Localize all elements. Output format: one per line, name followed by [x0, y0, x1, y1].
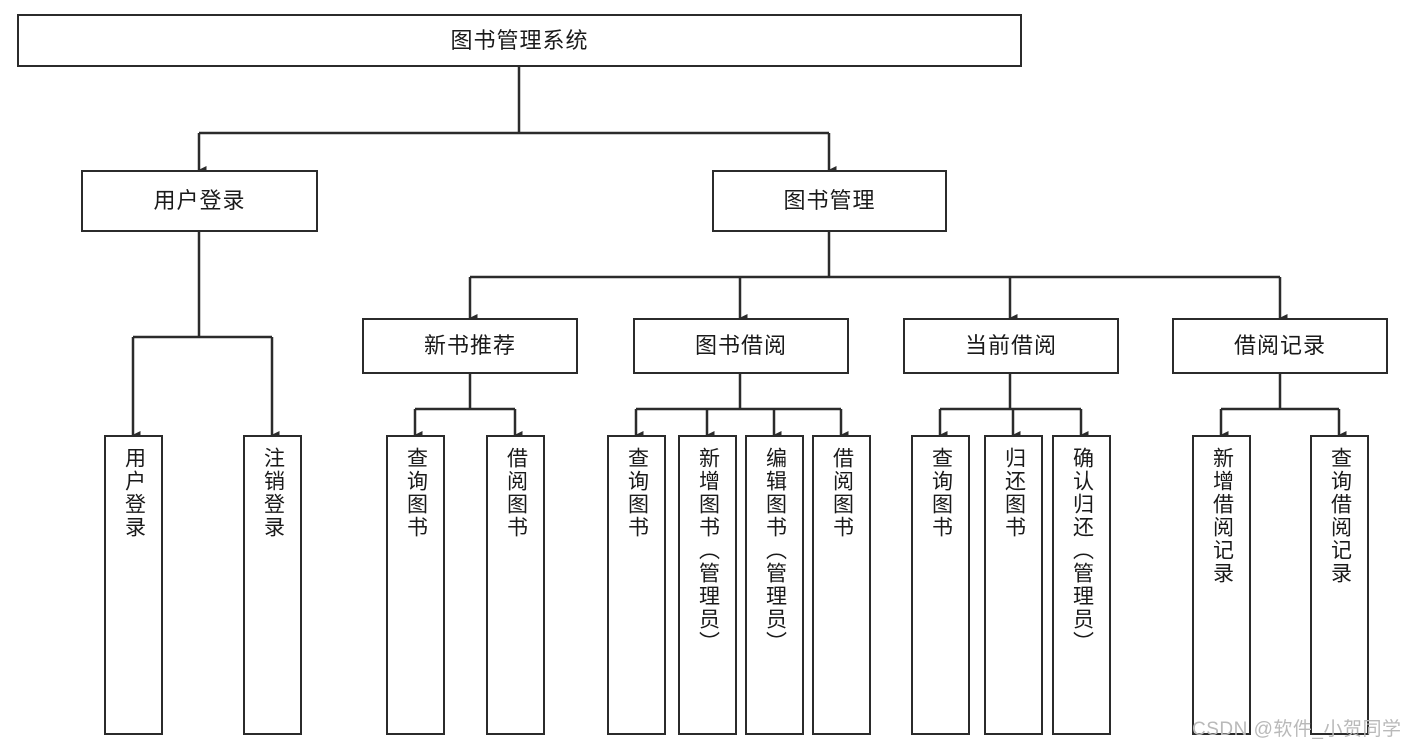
node-user-login[interactable]: 用户登录 — [81, 170, 318, 232]
node-label-leaf-query-borrow-record: 查询借阅记录 — [1328, 447, 1352, 585]
node-label-leaf-query-book-recommend: 查询图书 — [404, 447, 428, 539]
node-label-leaf-confirm-return-admin: 确认归还（管理员） — [1070, 447, 1094, 654]
node-label-leaf-borrow-book-recommend: 借阅图书 — [504, 447, 528, 539]
node-label-leaf-user-login: 用户登录 — [122, 447, 146, 539]
node-root[interactable]: 图书管理系统 — [17, 14, 1022, 67]
node-label-root: 图书管理系统 — [450, 27, 589, 53]
node-leaf-return-book[interactable]: 归还图书 — [984, 435, 1043, 735]
node-label-new-book-recommend: 新书推荐 — [423, 333, 516, 359]
node-leaf-borrow-book-recommend[interactable]: 借阅图书 — [486, 435, 545, 735]
node-leaf-query-book-current[interactable]: 查询图书 — [911, 435, 970, 735]
node-label-current-borrow: 当前借阅 — [964, 333, 1057, 359]
node-borrow-record[interactable]: 借阅记录 — [1172, 318, 1388, 374]
node-book-management[interactable]: 图书管理 — [712, 170, 947, 232]
node-label-leaf-add-borrow-record: 新增借阅记录 — [1210, 447, 1234, 585]
node-new-book-recommend[interactable]: 新书推荐 — [362, 318, 578, 374]
node-leaf-logout-login[interactable]: 注销登录 — [243, 435, 302, 735]
node-label-leaf-borrow-book: 借阅图书 — [830, 447, 854, 539]
node-leaf-borrow-book[interactable]: 借阅图书 — [812, 435, 871, 735]
node-book-borrow[interactable]: 图书借阅 — [633, 318, 849, 374]
connector-user-login-to-leaves — [131, 232, 280, 439]
connector-new-book-recommend-to-leaves — [413, 374, 523, 439]
node-label-user-login: 用户登录 — [153, 188, 246, 214]
node-leaf-add-borrow-record[interactable]: 新增借阅记录 — [1192, 435, 1251, 735]
node-label-borrow-record: 借阅记录 — [1233, 333, 1326, 359]
node-label-leaf-edit-book-admin: 编辑图书（管理员） — [763, 447, 787, 654]
node-leaf-user-login[interactable]: 用户登录 — [104, 435, 163, 735]
node-leaf-edit-book-admin[interactable]: 编辑图书（管理员） — [745, 435, 804, 735]
connector-book-management-to-level3 — [468, 232, 1288, 322]
node-leaf-query-book-borrow[interactable]: 查询图书 — [607, 435, 666, 735]
node-leaf-add-book-admin[interactable]: 新增图书（管理员） — [678, 435, 737, 735]
node-label-book-management: 图书管理 — [783, 188, 876, 214]
node-label-leaf-return-book: 归还图书 — [1002, 447, 1026, 539]
node-label-leaf-logout-login: 注销登录 — [261, 447, 285, 539]
node-label-leaf-add-book-admin: 新增图书（管理员） — [696, 447, 720, 654]
node-current-borrow[interactable]: 当前借阅 — [903, 318, 1119, 374]
connector-book-borrow-to-leaves — [634, 374, 849, 439]
connector-current-borrow-to-leaves — [938, 374, 1089, 439]
connector-borrow-record-to-leaves — [1219, 374, 1347, 439]
node-leaf-confirm-return-admin[interactable]: 确认归还（管理员） — [1052, 435, 1111, 735]
node-leaf-query-book-recommend[interactable]: 查询图书 — [386, 435, 445, 735]
node-label-leaf-query-book-current: 查询图书 — [929, 447, 953, 539]
node-leaf-query-borrow-record[interactable]: 查询借阅记录 — [1310, 435, 1369, 735]
node-label-leaf-query-book-borrow: 查询图书 — [625, 447, 649, 539]
node-label-book-borrow: 图书借阅 — [694, 333, 787, 359]
connector-root-to-level2 — [197, 67, 837, 174]
